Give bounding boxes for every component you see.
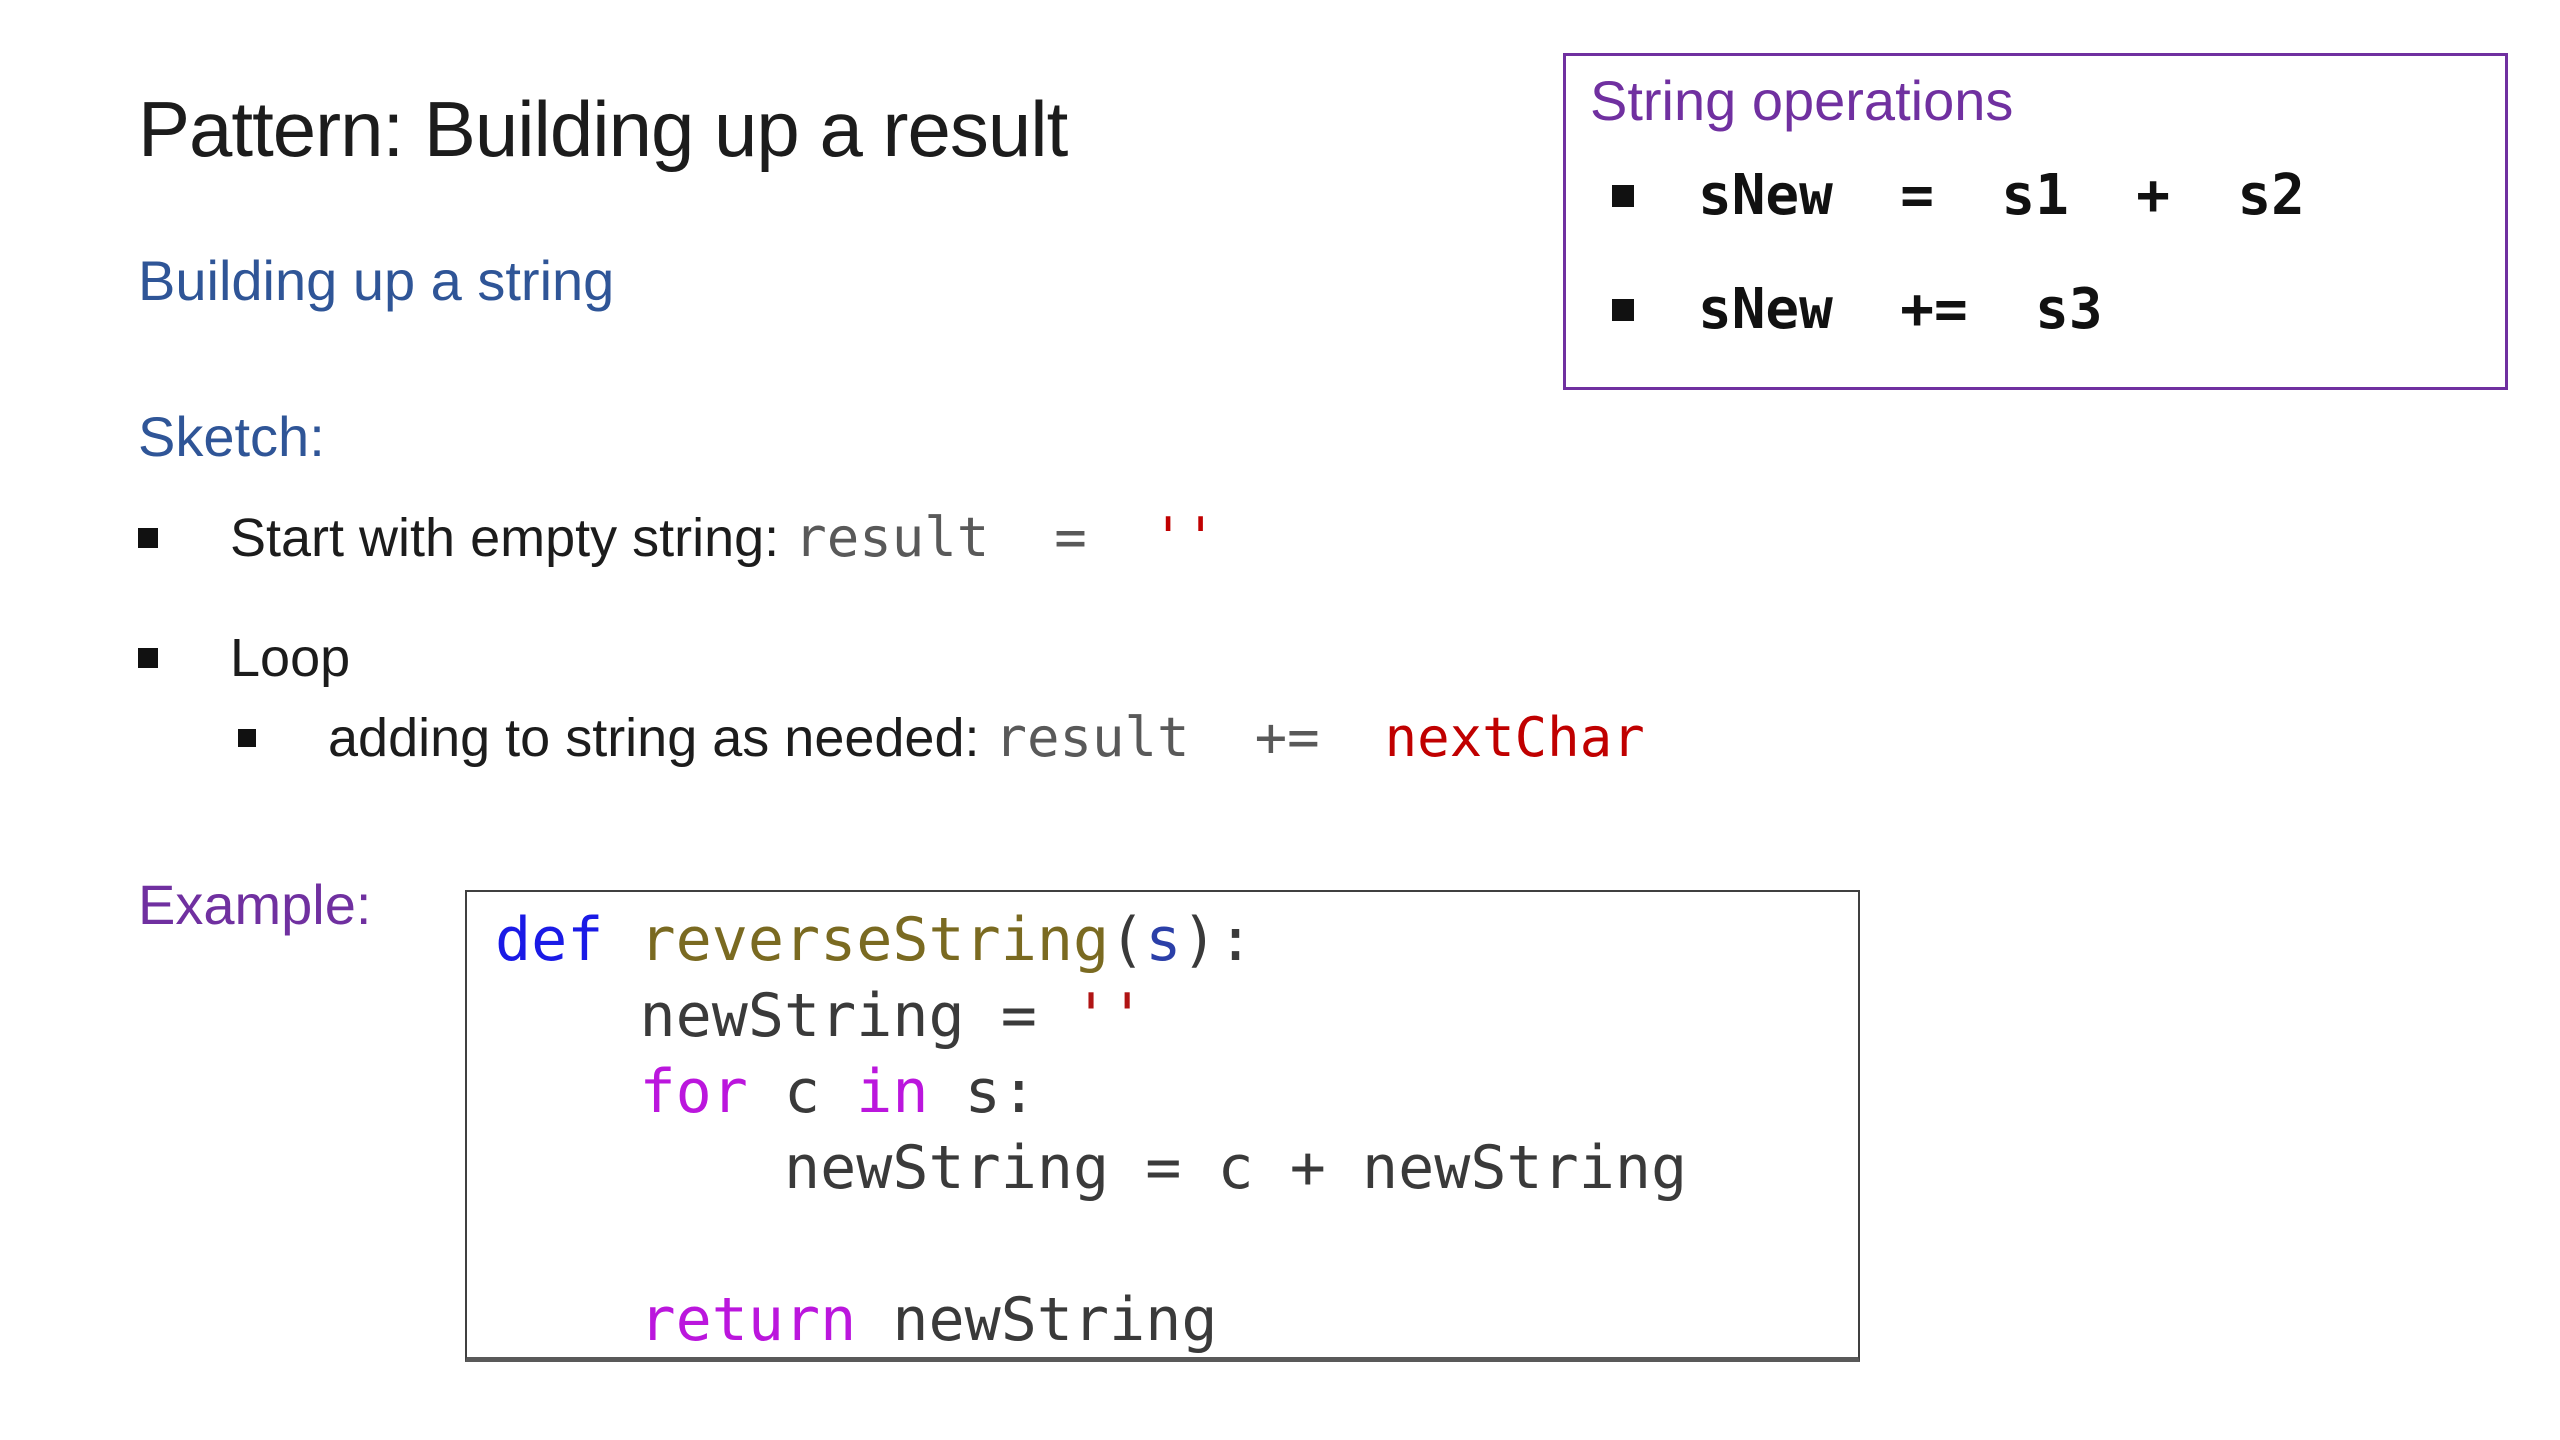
sketch-sub-bullet-text: adding to string as needed: result += ne… bbox=[328, 705, 1645, 771]
code-token: newString bbox=[856, 1285, 1218, 1355]
code-token: newString = bbox=[495, 981, 1073, 1051]
code-line: newString = '' bbox=[495, 978, 1858, 1054]
code-line: for c in s: bbox=[495, 1054, 1858, 1130]
code-token: ): bbox=[1181, 905, 1254, 975]
sketch-bullet-loop: Loop bbox=[138, 625, 1645, 691]
code-token: c bbox=[747, 1057, 857, 1127]
code-token: '' bbox=[1072, 981, 1146, 1051]
code-line: def reverseString(s): bbox=[495, 902, 1858, 978]
inline-code-highlight: nextChar bbox=[1384, 706, 1645, 769]
slide-subtitle: Building up a string bbox=[138, 249, 615, 312]
code-token: in bbox=[856, 1057, 929, 1127]
string-operations-bullet-text: sNew += s3 bbox=[1698, 277, 2103, 342]
sketch-bullet-start: Start with empty string: result = '' bbox=[138, 505, 1645, 571]
code-token: ( bbox=[1109, 905, 1146, 975]
code-token bbox=[495, 1209, 531, 1279]
slide-title: Pattern: Building up a result bbox=[138, 85, 1068, 173]
code-token: for bbox=[639, 1057, 748, 1127]
code-token: s bbox=[1145, 905, 1182, 975]
code-line bbox=[495, 1206, 1858, 1282]
sketch-list: Start with empty string: result = '' Loo… bbox=[138, 505, 1645, 771]
code-token bbox=[495, 1057, 640, 1127]
square-bullet-icon bbox=[138, 648, 158, 668]
inline-code-highlight: '' bbox=[1151, 506, 1217, 569]
string-operations-box: String operations sNew = s1 + s2 sNew +=… bbox=[1563, 53, 2508, 390]
square-bullet-icon bbox=[138, 528, 158, 548]
code-token: reverseString bbox=[639, 905, 1110, 975]
code-line: return newString bbox=[495, 1282, 1858, 1358]
string-operations-bullet: sNew = s1 + s2 bbox=[1612, 161, 2505, 231]
sketch-bullet-loop-text: Loop bbox=[230, 628, 351, 688]
code-token: def bbox=[495, 905, 604, 975]
sketch-heading: Sketch: bbox=[138, 405, 325, 468]
code-token bbox=[495, 1285, 640, 1355]
bullet-label: Start with empty string: bbox=[230, 508, 795, 568]
code-token: return bbox=[639, 1285, 857, 1355]
code-token bbox=[603, 905, 639, 975]
string-operations-title: String operations bbox=[1590, 69, 2014, 132]
square-bullet-icon bbox=[1612, 299, 1634, 321]
example-heading: Example: bbox=[138, 873, 372, 936]
bullet-label: adding to string as needed: bbox=[328, 708, 995, 768]
code-token: newString = c + newString bbox=[495, 1133, 1688, 1203]
inline-code: result = bbox=[794, 506, 1152, 569]
code-line: newString = c + newString bbox=[495, 1130, 1858, 1206]
square-bullet-icon bbox=[238, 729, 256, 747]
string-operations-bullet-text: sNew = s1 + s2 bbox=[1698, 163, 2305, 228]
string-operations-bullet: sNew += s3 bbox=[1612, 275, 2505, 345]
code-box: def reverseString(s): newString = '' for… bbox=[465, 890, 1860, 1362]
code-token: s: bbox=[928, 1057, 1037, 1127]
square-bullet-icon bbox=[1612, 185, 1634, 207]
sketch-sub-bullet-adding: adding to string as needed: result += ne… bbox=[238, 705, 1645, 771]
inline-code: result += bbox=[994, 706, 1385, 769]
sketch-bullet-start-text: Start with empty string: result = '' bbox=[230, 505, 1217, 571]
